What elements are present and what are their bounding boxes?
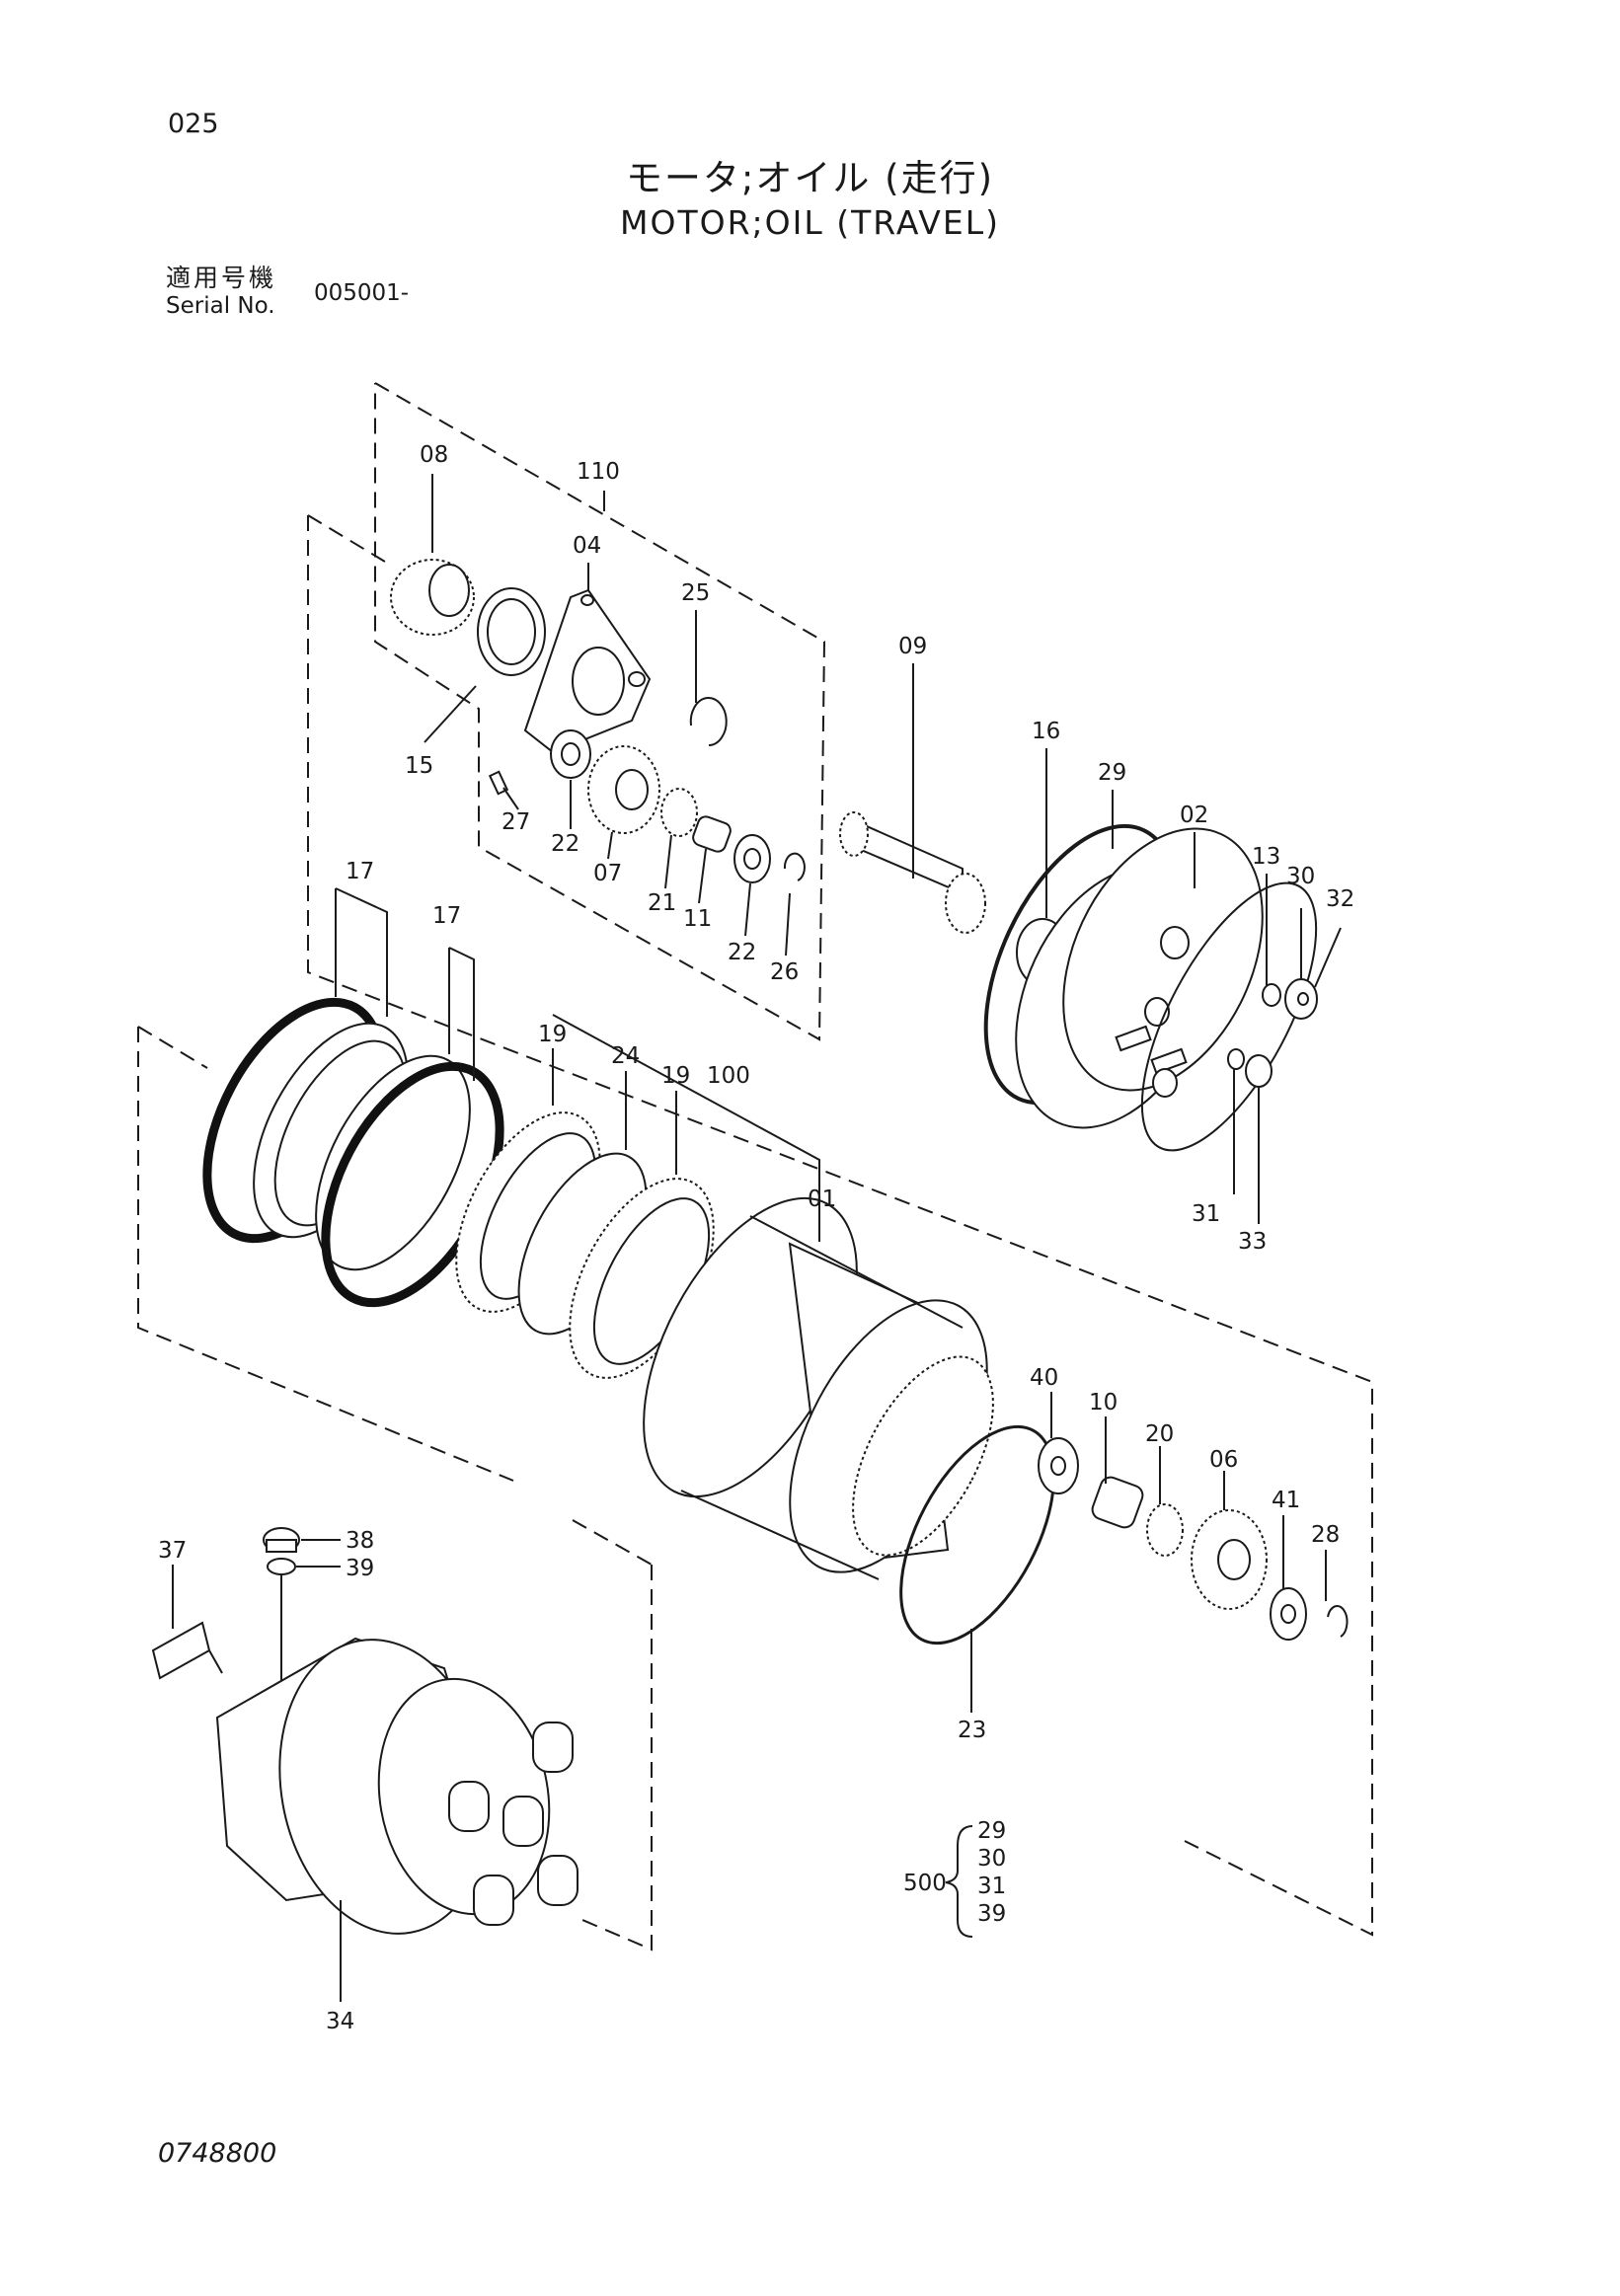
part-09-shaft <box>839 811 986 934</box>
lower-assembly-outline <box>137 1026 653 1952</box>
callout-27: 27 <box>501 809 530 835</box>
part-23-snap-ring <box>899 1424 1055 1645</box>
part-15-ring <box>477 587 546 676</box>
part-37-nameplate <box>151 1621 223 1680</box>
callout-22-lower: 22 <box>728 940 756 965</box>
callout-30: 30 <box>1286 864 1315 889</box>
callout-13: 13 <box>1252 844 1280 870</box>
callout-22-upper: 22 <box>551 831 579 857</box>
part-01-housing <box>643 1196 994 1580</box>
callout-28: 28 <box>1311 1522 1340 1548</box>
callout-19-right: 19 <box>661 1063 690 1089</box>
part-34-motor-body <box>215 1574 579 1935</box>
callout-23: 23 <box>958 1718 986 1743</box>
callout-11: 11 <box>683 906 712 932</box>
title-english: MOTOR;OIL (TRAVEL) <box>620 203 1000 242</box>
callout-39: 39 <box>346 1556 374 1581</box>
callout-32: 32 <box>1326 886 1354 912</box>
callout-02: 02 <box>1180 803 1208 828</box>
serial-number-value: 005001- <box>314 280 410 306</box>
callout-labels: 08 110 04 25 15 27 22 07 21 11 22 26 09 … <box>158 442 1354 2034</box>
part-20-needle-bearing <box>1146 1503 1184 1557</box>
callout-33: 33 <box>1238 1229 1267 1255</box>
callout-17-right: 17 <box>432 903 461 929</box>
callout-21: 21 <box>648 890 676 916</box>
callout-04: 04 <box>573 533 601 559</box>
serial-label-japanese: 適用号機 <box>166 264 277 292</box>
part-39-o-ring <box>267 1558 296 1575</box>
kit-500-brace <box>945 1825 973 1938</box>
part-41-washer <box>1270 1587 1307 1641</box>
part-28-snap-ring <box>1327 1605 1349 1638</box>
callout-07: 07 <box>593 861 622 886</box>
part-07-planet-gear <box>587 745 660 834</box>
callout-37: 37 <box>158 1538 187 1564</box>
callout-09: 09 <box>898 634 927 659</box>
callout-16: 16 <box>1032 719 1060 744</box>
callout-31: 31 <box>1192 1201 1220 1227</box>
callout-08: 08 <box>420 442 448 468</box>
part-40-washer <box>1038 1437 1079 1494</box>
callout-100: 100 <box>707 1063 750 1089</box>
part-33-plug <box>1245 1054 1273 1088</box>
part-25-snap-ring <box>689 697 728 746</box>
part-08-spline-gear <box>390 559 475 636</box>
part-38-plug <box>263 1527 300 1553</box>
callout-19-left: 19 <box>538 1022 567 1047</box>
kit-item-1: 29 <box>977 1818 1006 1844</box>
callout-26: 26 <box>770 959 799 985</box>
callout-110: 110 <box>577 459 620 485</box>
callout-01: 01 <box>808 1186 836 1212</box>
part-10-sleeve <box>1091 1476 1144 1529</box>
callout-41: 41 <box>1272 1488 1300 1513</box>
callout-15: 15 <box>405 753 433 779</box>
callout-29: 29 <box>1098 760 1126 786</box>
part-30-o-ring <box>1262 983 1281 1007</box>
callout-20: 20 <box>1145 1421 1174 1447</box>
callout-24: 24 <box>611 1043 640 1069</box>
part-32-plug <box>1284 978 1318 1020</box>
callout-17-left: 17 <box>346 859 374 884</box>
part-22-washer-upper <box>550 729 591 779</box>
part-31-o-ring <box>1227 1048 1245 1070</box>
page-number: 025 <box>168 109 219 139</box>
part-26-snap-ring <box>783 852 806 881</box>
leader-lines <box>172 474 1342 2002</box>
kit-number: 500 <box>903 1871 947 1896</box>
serial-label-english: Serial No. <box>166 293 275 319</box>
callout-34: 34 <box>326 2009 354 2034</box>
callout-40: 40 <box>1030 1365 1058 1391</box>
part-04-carrier-plate <box>523 588 652 754</box>
kit-item-2: 30 <box>977 1846 1006 1872</box>
part-06-sun-gear <box>1191 1509 1268 1610</box>
part-22-washer-lower <box>733 834 771 883</box>
part-13-seal <box>1140 881 1318 1152</box>
callout-38: 38 <box>346 1528 374 1554</box>
callout-25: 25 <box>681 580 710 606</box>
callout-10: 10 <box>1089 1390 1118 1416</box>
upper-assembly-outline <box>307 514 1373 1937</box>
part-11-sleeve <box>692 815 732 853</box>
document-number: 0748800 <box>158 2138 277 2169</box>
kit-item-4: 39 <box>977 1901 1006 1927</box>
kit-item-3: 31 <box>977 1874 1006 1899</box>
callout-06: 06 <box>1209 1447 1238 1473</box>
part-21-needle-bearing <box>660 788 698 837</box>
title-japanese: モータ;オイル (走行) <box>625 157 995 199</box>
group-110-outline <box>374 382 826 1041</box>
part-02-cover <box>1015 827 1264 1129</box>
